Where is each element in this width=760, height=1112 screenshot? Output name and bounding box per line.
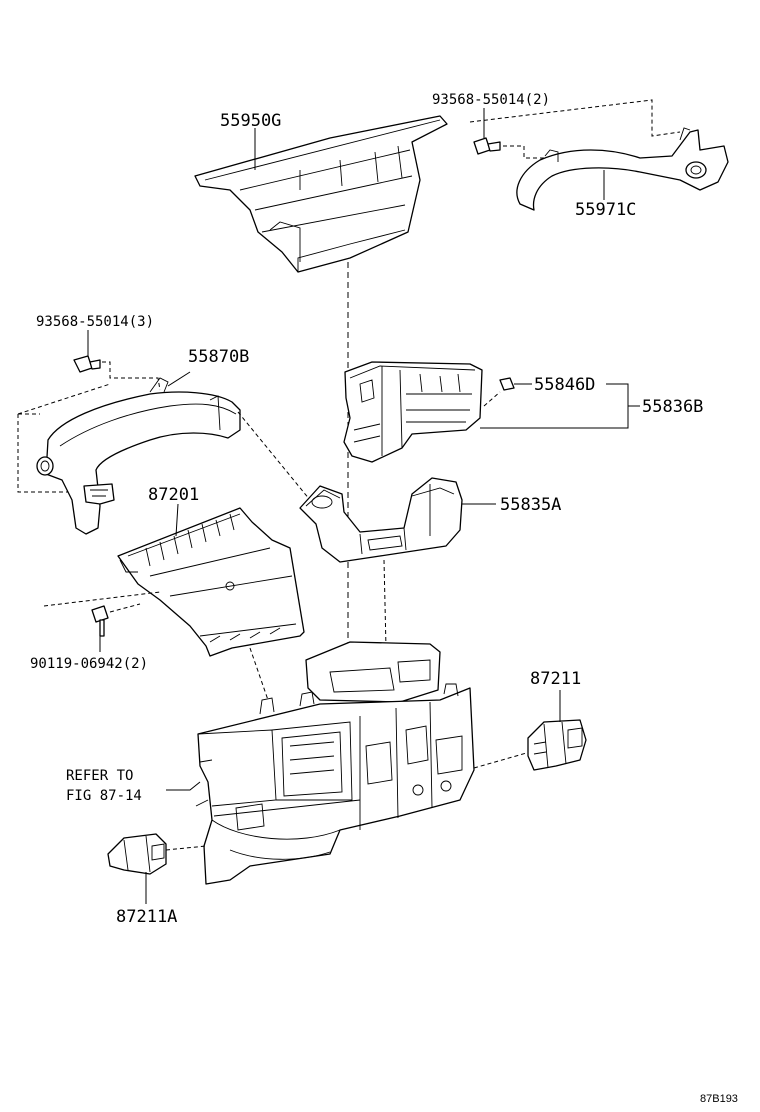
label-55846d: 55846D bbox=[534, 375, 595, 395]
label-90119-06942-2: 90119-06942(2) bbox=[30, 656, 148, 672]
label-87211a: 87211A bbox=[116, 907, 177, 927]
assembly-dashed-line bbox=[383, 559, 387, 649]
part-55950g-duct[interactable] bbox=[194, 115, 448, 273]
label-55950g: 55950G bbox=[220, 111, 281, 131]
leader-refer bbox=[166, 781, 201, 791]
assembly-dashed-line bbox=[249, 647, 269, 701]
fastener-dashed-leader bbox=[483, 391, 501, 407]
assembly-dashed-line bbox=[237, 411, 311, 501]
label-55870b: 55870B bbox=[188, 347, 249, 367]
part-87211-module[interactable] bbox=[527, 719, 587, 771]
heater-unit-case[interactable] bbox=[195, 641, 475, 885]
label-93568-55014-3: 93568-55014(3) bbox=[36, 314, 154, 330]
part-87201-filter[interactable] bbox=[117, 507, 305, 657]
fastener-dashed-leader bbox=[43, 591, 161, 613]
part-55835a-duct[interactable] bbox=[299, 477, 463, 563]
part-55870b-duct[interactable] bbox=[36, 377, 241, 535]
part-55971c-duct[interactable] bbox=[516, 127, 729, 211]
label-87201: 87201 bbox=[148, 485, 199, 505]
assembly-dashed-line bbox=[165, 845, 207, 851]
label-87211: 87211 bbox=[530, 669, 581, 689]
fastener-dashed-leader bbox=[503, 145, 548, 159]
bracket-55836b bbox=[480, 383, 640, 429]
label-fig-ref: FIG 87-14 bbox=[66, 788, 142, 804]
screw-93568-left[interactable] bbox=[73, 355, 101, 373]
screw-93568-upper[interactable] bbox=[473, 137, 501, 155]
label-93568-55014-2: 93568-55014(2) bbox=[432, 92, 550, 108]
diagram-code: 87B193 bbox=[700, 1093, 738, 1105]
part-55836b-register[interactable] bbox=[343, 361, 483, 463]
part-87211a-module[interactable] bbox=[107, 833, 167, 875]
label-55836b: 55836B bbox=[642, 397, 703, 417]
label-55971c: 55971C bbox=[575, 200, 636, 220]
label-55835a: 55835A bbox=[500, 495, 561, 515]
leader-87201 bbox=[175, 503, 179, 537]
fastener-dashed-leader bbox=[469, 99, 681, 137]
screw-55846d[interactable] bbox=[499, 377, 515, 391]
assembly-dashed-line bbox=[473, 751, 531, 769]
screw-90119[interactable] bbox=[91, 605, 109, 637]
fastener-dashed-leader bbox=[17, 383, 111, 493]
label-refer-to: REFER TO bbox=[66, 768, 133, 784]
fastener-dashed-leader bbox=[102, 361, 161, 391]
leader-55870b bbox=[167, 371, 191, 387]
